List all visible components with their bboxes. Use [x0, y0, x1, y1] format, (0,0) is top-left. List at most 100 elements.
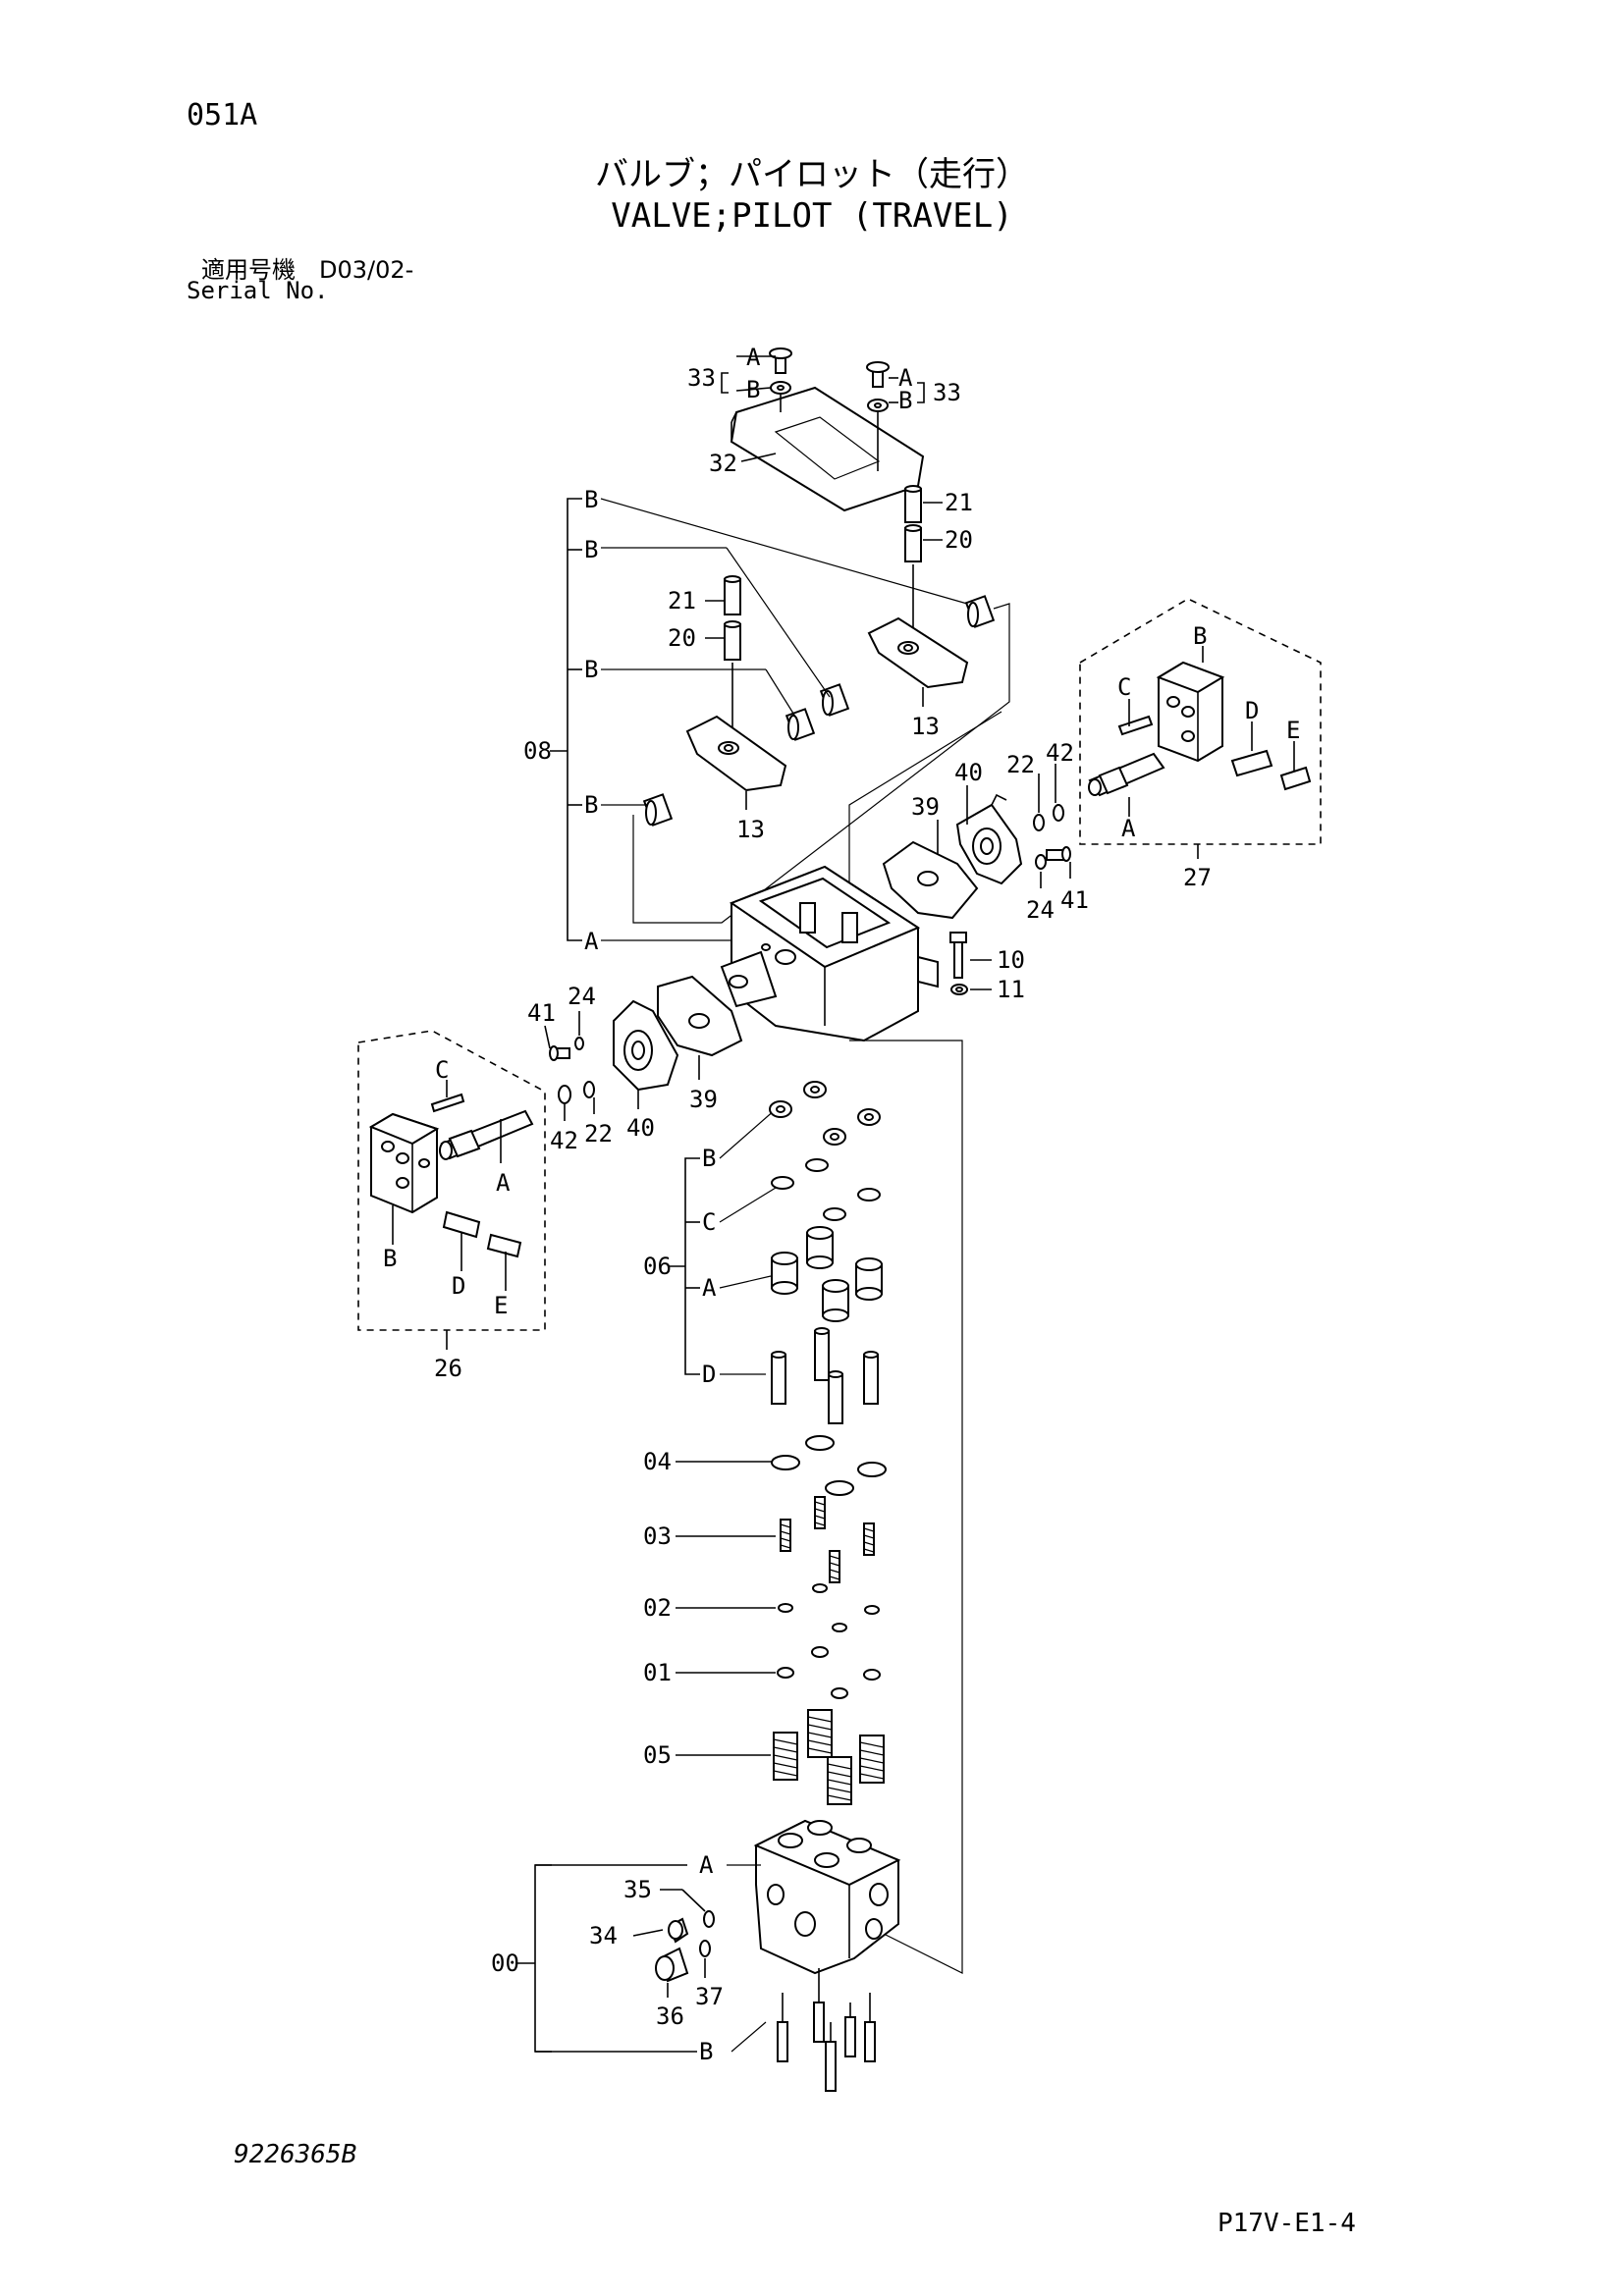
- letter-a-26: A: [496, 1169, 511, 1197]
- block-27: [1156, 661, 1225, 763]
- oring-22-left: [583, 1081, 595, 1098]
- callout-11: 11: [997, 976, 1025, 1003]
- serial-label-japanese: 適用号機 D03/02-: [201, 256, 414, 284]
- callout-41-left: 41: [527, 999, 556, 1027]
- letter-d-27: D: [1245, 697, 1259, 724]
- plug-a-1: [771, 1252, 798, 1295]
- letter-b-27: B: [1193, 622, 1207, 650]
- plug-a-3: [822, 1279, 849, 1322]
- spring-03-1: [780, 1519, 791, 1552]
- pin-27-d: [1230, 749, 1273, 777]
- pin-b-3: [825, 2022, 837, 2092]
- callout-35: 35: [623, 1876, 652, 1903]
- callout-01: 01: [643, 1659, 672, 1686]
- pin-b-2: [813, 1968, 825, 2043]
- letter-d-26: D: [452, 1272, 465, 1300]
- plunger-d-3: [828, 1370, 843, 1424]
- callout-13-left: 13: [736, 816, 765, 843]
- callout-22-left: 22: [584, 1120, 613, 1148]
- letter-b-33r: B: [898, 387, 912, 414]
- callout-41-right: 41: [1060, 886, 1089, 914]
- oring-42-left: [558, 1085, 571, 1104]
- letter-a-08: A: [584, 928, 599, 955]
- title-english: VALVE;PILOT (TRAVEL): [611, 196, 1013, 236]
- washer-01-3: [831, 1687, 848, 1699]
- letter-b-08-4: B: [584, 791, 598, 819]
- guide-04-3: [825, 1480, 854, 1496]
- letter-e-27: E: [1286, 717, 1300, 744]
- page-code: 051A: [187, 98, 258, 133]
- callout-21-left: 21: [668, 587, 696, 614]
- seal-b-1: [769, 1100, 792, 1118]
- plate-40-right: [955, 793, 1023, 885]
- washer-24-right: [1035, 854, 1047, 870]
- washer-02-4: [864, 1605, 880, 1615]
- oring-c-4: [857, 1188, 881, 1201]
- letter-e-26: E: [494, 1292, 508, 1319]
- callout-24-left: 24: [568, 983, 596, 1010]
- callout-13-right: 13: [911, 713, 940, 740]
- plug-a-2: [806, 1226, 834, 1269]
- callout-34: 34: [589, 1922, 618, 1949]
- washer-01-4: [863, 1669, 881, 1681]
- callout-20-left: 20: [668, 624, 696, 652]
- callout-06: 06: [643, 1253, 672, 1280]
- cover-39-left: [657, 975, 743, 1057]
- lever-13-left: [685, 715, 787, 792]
- letter-a-33r: A: [898, 364, 913, 392]
- shaft-27-a: [1088, 752, 1165, 797]
- callout-26: 26: [434, 1355, 462, 1382]
- washer-02-1: [778, 1603, 793, 1613]
- valve-body: [753, 1819, 901, 1975]
- callout-27: 27: [1183, 864, 1212, 891]
- callout-22-right: 22: [1006, 751, 1035, 778]
- callout-42-left: 42: [550, 1127, 578, 1154]
- oring-22-right: [1033, 814, 1045, 831]
- callout-40-right: 40: [954, 759, 983, 786]
- plug-34: [668, 1917, 689, 1944]
- callout-36: 36: [656, 2002, 684, 2030]
- spring-05-3: [827, 1756, 852, 1805]
- letter-b-08-3: B: [584, 656, 598, 683]
- guide-04-1: [771, 1455, 800, 1470]
- pin-27-e: [1279, 766, 1312, 791]
- oring-c-1: [771, 1176, 794, 1190]
- callout-33-left: 33: [687, 364, 716, 392]
- seal-b-2: [803, 1081, 827, 1098]
- callout-10: 10: [997, 946, 1025, 974]
- callout-05: 05: [643, 1741, 672, 1769]
- spring-05-4: [859, 1735, 885, 1784]
- callout-03: 03: [643, 1522, 672, 1550]
- letter-b-06: B: [702, 1145, 716, 1172]
- letter-b-00: B: [699, 2038, 713, 2065]
- drawing-number: 9226365B: [234, 2140, 357, 2169]
- washer-02-3: [832, 1623, 847, 1632]
- bushing-3: [785, 708, 816, 741]
- oring-c-3: [823, 1207, 846, 1221]
- spring-03-3: [829, 1550, 840, 1583]
- callout-32: 32: [709, 450, 737, 477]
- washer-02-2: [812, 1583, 828, 1593]
- callout-02: 02: [643, 1594, 672, 1622]
- pin-b-1: [777, 1993, 788, 2062]
- page-reference: P17V-E1-4: [1218, 2209, 1356, 2238]
- oring-c-2: [805, 1158, 829, 1172]
- callout-42-right: 42: [1046, 739, 1074, 767]
- serial-label-english: Serial No.: [187, 277, 329, 304]
- bushing-1: [964, 595, 996, 628]
- oring-42-right: [1053, 804, 1064, 822]
- guide-04-2: [805, 1435, 835, 1451]
- callout-39-left: 39: [689, 1086, 718, 1113]
- spring-05-2: [807, 1709, 833, 1758]
- seal-b-4: [857, 1108, 881, 1126]
- pin-27-c: [1117, 715, 1154, 736]
- oring-37: [699, 1940, 711, 1957]
- pin-b-5: [864, 1993, 876, 2062]
- plunger-d-2: [814, 1327, 830, 1381]
- letter-a-00: A: [699, 1851, 714, 1879]
- letter-c-06: C: [702, 1208, 716, 1236]
- pin-26-d: [442, 1210, 481, 1239]
- callout-21-right: 21: [945, 489, 973, 516]
- callout-08: 08: [523, 737, 552, 765]
